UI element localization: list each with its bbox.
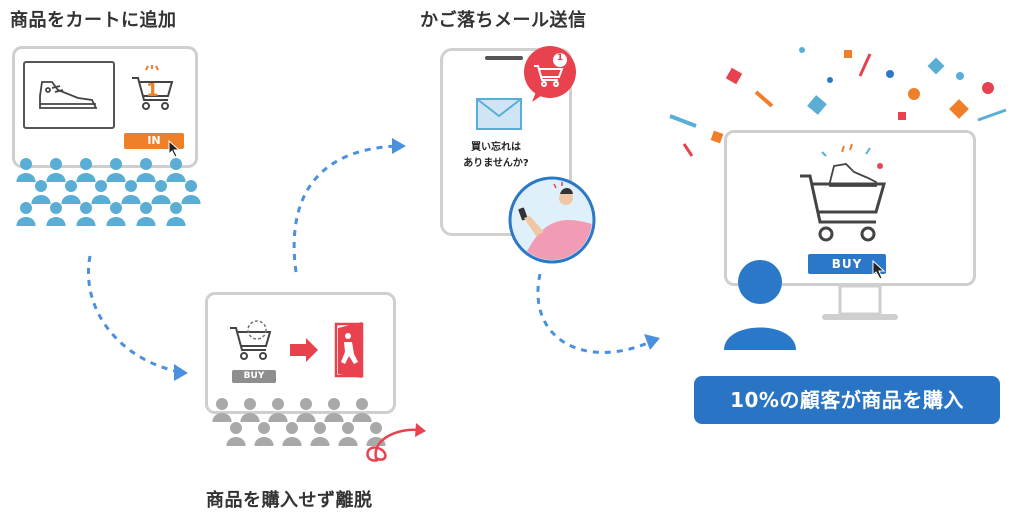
step-abandon-label: 商品を購入せず離脱 (206, 490, 373, 511)
confetti-icon (669, 47, 1007, 157)
person-icon (65, 180, 77, 192)
person-body (166, 217, 186, 226)
result-badge: 10%の顧客が商品を購入 (694, 376, 1000, 424)
person-body (282, 437, 302, 446)
person-body (136, 173, 156, 182)
person-icon (185, 180, 197, 192)
person-body (166, 173, 186, 182)
person-body (61, 195, 81, 204)
person-icon (258, 422, 270, 434)
person-icon (20, 158, 32, 170)
person-icon (314, 422, 326, 434)
person-body (240, 413, 260, 422)
person-icon (342, 422, 354, 434)
crowd-gray (212, 398, 386, 446)
person-body (121, 195, 141, 204)
cursor-icon (168, 139, 181, 158)
person-body (324, 413, 344, 422)
person-icon (110, 158, 122, 170)
person-icon (328, 398, 340, 410)
person-icon (50, 158, 62, 170)
person-icon (286, 422, 298, 434)
person-body (226, 437, 246, 446)
person-icon (170, 202, 182, 214)
buy-button-inactive[interactable]: BUY (232, 370, 276, 383)
buy-button[interactable]: BUY (808, 254, 886, 274)
phone-speaker (485, 56, 523, 60)
cart-icon (230, 320, 272, 360)
person-body (268, 413, 288, 422)
person-body (254, 437, 274, 446)
cursor-icon (872, 259, 886, 280)
person-icon (125, 180, 137, 192)
person-icon (216, 398, 228, 410)
person-body (16, 217, 36, 226)
person-body (338, 437, 358, 446)
monitor-stand (822, 284, 898, 320)
person-icon (140, 202, 152, 214)
crowd-blue (16, 158, 201, 226)
step-add-to-cart-label: 商品をカートに追加 (10, 10, 177, 31)
person-icon (110, 202, 122, 214)
person-icon (272, 398, 284, 410)
person-icon (244, 398, 256, 410)
person-body (212, 413, 232, 422)
person-body (310, 437, 330, 446)
person-with-phone-avatar (508, 176, 596, 264)
person-body (106, 173, 126, 182)
person-body (296, 413, 316, 422)
person-icon (300, 398, 312, 410)
person-icon (140, 158, 152, 170)
person-icon (50, 202, 62, 214)
person-icon (170, 158, 182, 170)
person-body (181, 195, 201, 204)
person-body (106, 217, 126, 226)
person-body (352, 413, 372, 422)
customer-person-icon (724, 260, 796, 350)
person-icon (356, 398, 368, 410)
person-icon (35, 180, 47, 192)
reminder-message: 買い忘れは ありませんか? (463, 142, 529, 169)
flow-arrow-2 (292, 138, 406, 273)
person-icon (155, 180, 167, 192)
person-icon (80, 158, 92, 170)
envelope-icon (476, 98, 522, 130)
sneaker-card (23, 61, 115, 129)
cart-notification-bubble (524, 46, 576, 102)
person-body (31, 195, 51, 204)
flow-arrow-1 (87, 255, 188, 381)
person-body (46, 217, 66, 226)
person-body (136, 217, 156, 226)
person-body (91, 195, 111, 204)
step-email-label: かご落ちメール送信 (420, 10, 587, 31)
notification-count: 1 (556, 53, 564, 63)
cart-count-badge: 1 (146, 80, 159, 101)
person-icon (95, 180, 107, 192)
person-body (366, 437, 386, 446)
cart-icon (132, 65, 174, 110)
person-body (46, 173, 66, 182)
sneaker-icon (829, 163, 877, 187)
leave-arrow (366, 423, 426, 462)
sneaker-icon (39, 81, 98, 109)
exit-door-icon (290, 322, 364, 378)
flow-arrow-3 (536, 273, 660, 354)
cart-icon (800, 143, 886, 242)
person-icon (20, 202, 32, 214)
person-icon (80, 202, 92, 214)
person-body (76, 217, 96, 226)
person-body (151, 195, 171, 204)
person-body (76, 173, 96, 182)
person-icon (230, 422, 242, 434)
person-body (16, 173, 36, 182)
person-icon (370, 422, 382, 434)
